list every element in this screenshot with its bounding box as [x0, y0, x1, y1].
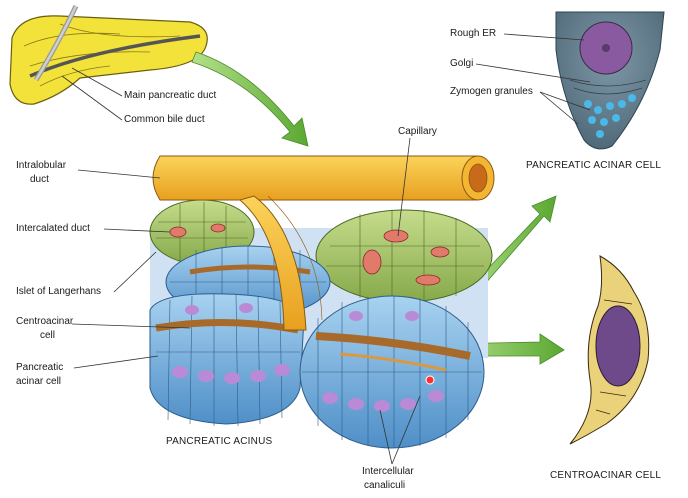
label-capillary: Capillary: [398, 126, 437, 137]
label-pancreatic-acinar-cell-line1: Pancreatic: [16, 362, 64, 373]
centroacinar-cell-illustration: [569, 255, 650, 445]
islet-right: [315, 209, 493, 303]
label-golgi: Golgi: [450, 58, 474, 69]
caption-centroacinar-cell: CENTROACINAR CELL: [550, 470, 662, 481]
label-intralobular-duct-line1: Intralobular: [16, 160, 67, 171]
label-rough-er: Rough ER: [450, 28, 497, 39]
label-common-bile-duct: Common bile duct: [124, 114, 205, 125]
label-islet-of-langerhans: Islet of Langerhans: [16, 286, 102, 297]
acinus-left: [149, 293, 305, 427]
label-intercellular-canaliculi-line2: canaliculi: [364, 480, 406, 491]
acinar-cell-illustration: [555, 11, 665, 150]
label-intercellular-canaliculi-line1: Intercellular: [362, 466, 414, 477]
intralobular-duct: [152, 155, 495, 331]
acinus-right: [299, 295, 485, 449]
pancreas-illustration: [9, 4, 208, 105]
label-intralobular-duct-line2: duct: [30, 174, 49, 185]
label-centroacinar-cell-line1: Centroacinar: [16, 316, 74, 327]
caption-pancreatic-acinar-cell: PANCREATIC ACINAR CELL: [526, 160, 662, 171]
label-intercalated-duct: Intercalated duct: [16, 223, 90, 234]
label-zymogen-granules: Zymogen granules: [450, 86, 533, 97]
caption-pancreatic-acinus: PANCREATIC ACINUS: [166, 436, 273, 447]
label-main-pancreatic-duct: Main pancreatic duct: [124, 90, 217, 101]
label-pancreatic-acinar-cell-line2: acinar cell: [16, 376, 62, 387]
label-centroacinar-cell-line2: cell: [40, 330, 56, 341]
leader-lines: [61, 33, 591, 465]
